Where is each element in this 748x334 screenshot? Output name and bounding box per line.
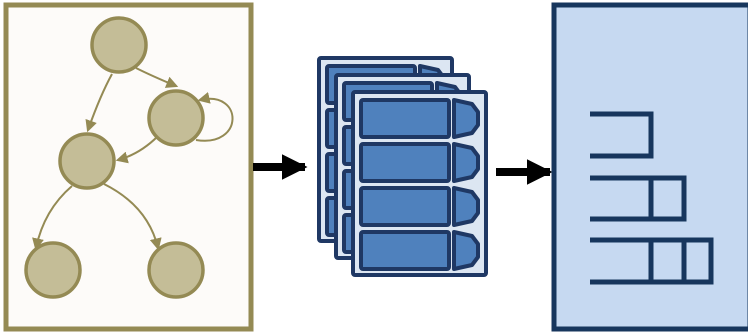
feature-tab <box>452 142 480 183</box>
graph-panel <box>3 2 254 332</box>
result-bar-row-2 <box>590 175 687 222</box>
feature-tab <box>452 186 480 227</box>
graph-node-bottom-right <box>147 241 205 299</box>
feature-cell <box>359 186 451 227</box>
feature-card-3 <box>351 90 488 277</box>
feature-cell <box>359 142 451 183</box>
graph-edge-left-bottomright <box>103 183 162 251</box>
feature-tab <box>452 230 480 271</box>
result-panel <box>551 2 748 332</box>
graph-self-loop <box>195 92 234 142</box>
graph-node-root <box>90 16 148 74</box>
feature-tab <box>452 98 480 139</box>
feature-cell <box>359 230 451 271</box>
graph-edge-root-left <box>85 73 113 133</box>
graph-edge-right-left <box>115 135 159 164</box>
graph-node-left <box>58 132 116 190</box>
graph-edge-root-right <box>135 67 179 88</box>
feature-cell <box>359 98 451 139</box>
graph-edge-left-bottomleft <box>32 185 73 251</box>
graph-node-bottom-left <box>24 241 82 299</box>
graph-node-right <box>147 89 205 147</box>
result-bar-row-1 <box>590 111 654 159</box>
feature-card-stack <box>317 56 488 277</box>
result-bar-row-3 <box>590 237 714 285</box>
